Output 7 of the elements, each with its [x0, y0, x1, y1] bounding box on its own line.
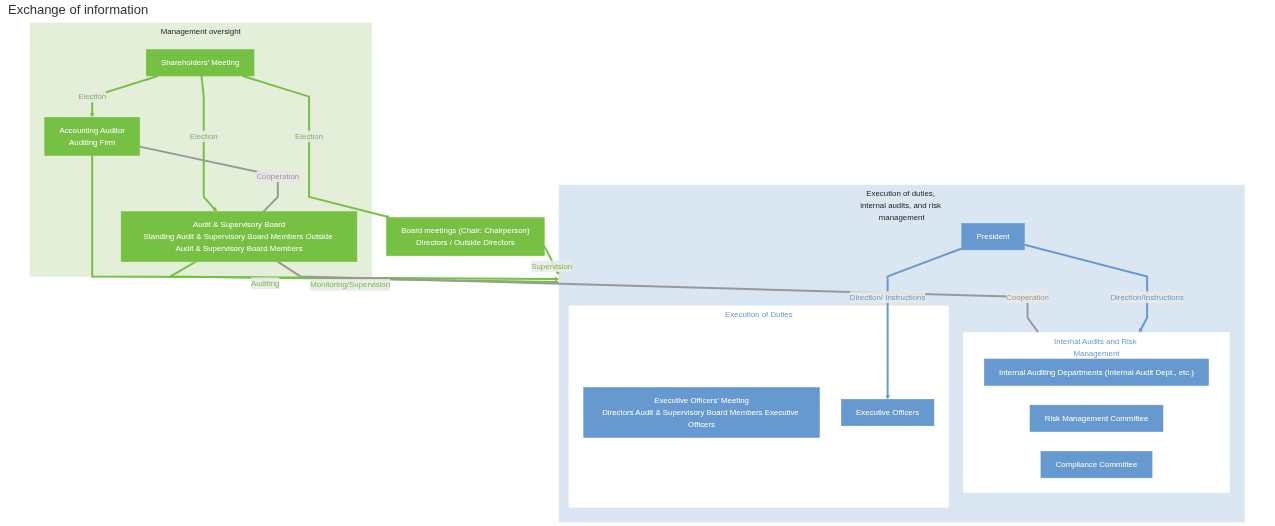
- arrow: [200, 75, 218, 212]
- connector: [277, 260, 1040, 334]
- note-text: Exchange of information: [8, 2, 149, 17]
- arrow: [242, 75, 391, 219]
- arrow: [885, 247, 964, 400]
- arrow: [167, 260, 560, 285]
- arrow: [1023, 243, 1149, 333]
